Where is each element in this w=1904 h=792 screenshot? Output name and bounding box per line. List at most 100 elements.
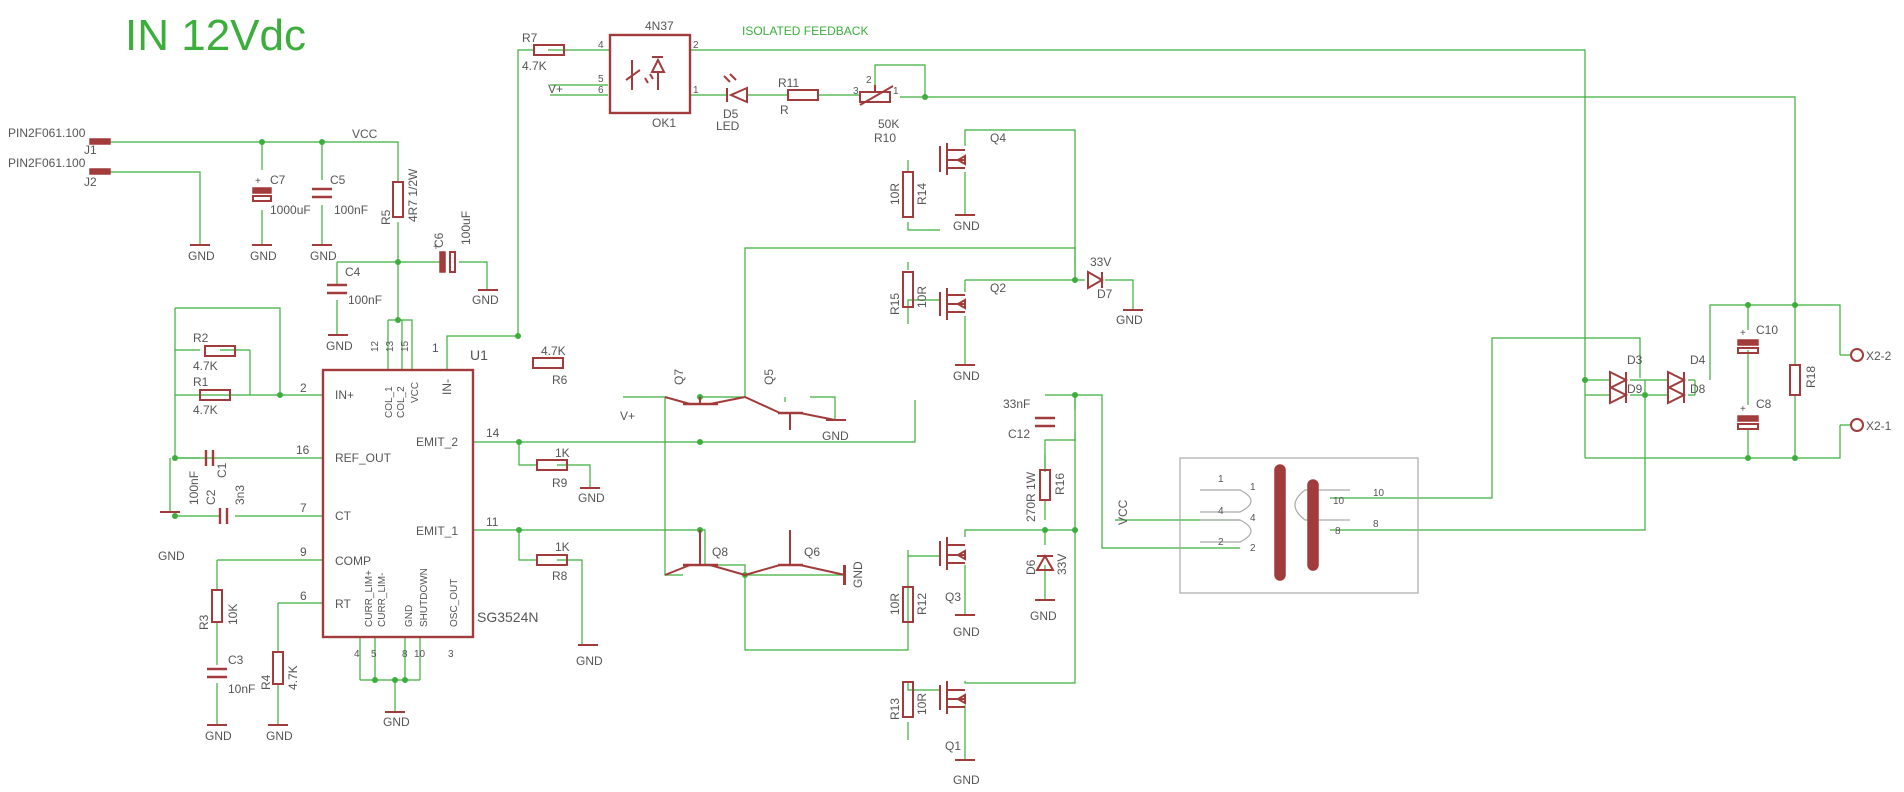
- svg-text:+: +: [1740, 404, 1746, 415]
- svg-text:GND: GND: [1030, 609, 1057, 623]
- svg-text:16: 16: [296, 443, 310, 457]
- svg-text:D3: D3: [1627, 353, 1643, 367]
- svg-text:1: 1: [893, 86, 899, 97]
- ic-u1-sg3524n: U1 SG3524N 2 IN+ 16 REF_OUT 7 CT 9 COMP …: [296, 340, 538, 660]
- svg-text:GND: GND: [383, 715, 410, 729]
- svg-text:R9: R9: [552, 476, 568, 490]
- svg-text:R4: R4: [259, 674, 273, 690]
- svg-text:8: 8: [1373, 519, 1379, 530]
- svg-text:33V: 33V: [1055, 554, 1069, 575]
- svg-text:C12: C12: [1008, 427, 1030, 441]
- capacitor-c5: C5 100nF: [312, 173, 368, 217]
- mosfet-q3: Q3: [939, 537, 966, 604]
- svg-text:R: R: [780, 103, 789, 117]
- svg-text:1: 1: [693, 85, 699, 96]
- svg-text:C1: C1: [215, 462, 229, 478]
- svg-text:D5: D5: [723, 107, 739, 121]
- svg-text:1K: 1K: [555, 446, 570, 460]
- svg-text:C3: C3: [228, 653, 244, 667]
- resistor-r5: R5 4R7 1/2W: [379, 168, 420, 225]
- svg-text:12: 12: [370, 340, 381, 352]
- svg-text:OSC_OUT: OSC_OUT: [449, 579, 460, 627]
- capacitor-c2: C2 3n3: [204, 485, 247, 524]
- svg-text:LED: LED: [716, 119, 740, 133]
- svg-text:33V: 33V: [1090, 255, 1111, 269]
- svg-text:270R 1W: 270R 1W: [1024, 471, 1038, 522]
- svg-text:R2: R2: [193, 331, 209, 345]
- svg-text:C8: C8: [1756, 397, 1772, 411]
- svg-text:GND: GND: [472, 293, 499, 307]
- svg-text:D9: D9: [1627, 382, 1643, 396]
- svg-text:R8: R8: [552, 569, 568, 583]
- svg-text:C4: C4: [345, 265, 361, 279]
- svg-text:+: +: [1740, 328, 1746, 339]
- transistor-q8: Q8: [664, 530, 746, 576]
- svg-text:R13: R13: [888, 698, 902, 720]
- resistor-r18: R18: [1789, 364, 1818, 396]
- svg-text:8: 8: [1335, 526, 1341, 537]
- svg-text:10R: 10R: [915, 693, 929, 715]
- resistor-r13: R13 10R: [888, 681, 929, 720]
- capacitor-c10: + C10: [1737, 323, 1778, 354]
- transformer: 1 1 4 4 2 2 10 10 8 8 VCC: [1116, 457, 1419, 594]
- capacitor-c8: + C8: [1737, 397, 1772, 430]
- svg-text:1K: 1K: [555, 540, 570, 554]
- svg-text:Q4: Q4: [990, 131, 1006, 145]
- svg-text:2: 2: [866, 75, 872, 86]
- svg-text:D7: D7: [1097, 287, 1113, 301]
- svg-text:4.7K: 4.7K: [286, 665, 300, 690]
- svg-text:10: 10: [1373, 488, 1385, 499]
- svg-text:R14: R14: [915, 183, 929, 205]
- svg-text:GND: GND: [576, 654, 603, 668]
- svg-text:COL_1: COL_1: [384, 386, 395, 418]
- mosfet-q4: Q4: [939, 131, 1006, 175]
- svg-text:J1: J1: [84, 143, 97, 157]
- resistor-r7: R7 4.7K: [522, 31, 565, 73]
- svg-text:10R: 10R: [888, 593, 902, 615]
- potentiometer-r10: 3 2 1 50K R10: [853, 75, 899, 145]
- zener-d7: 33V D7: [1087, 255, 1113, 301]
- svg-text:COL_2: COL_2: [396, 386, 407, 418]
- svg-text:SG3524N: SG3524N: [477, 609, 538, 625]
- resistor-r1: R1 4.7K: [193, 375, 231, 417]
- optocoupler-ok1: 4N37 OK1 4 5 6 2 1 V+: [548, 19, 699, 130]
- mosfet-q1: Q1: [939, 681, 966, 753]
- svg-text:V+: V+: [548, 82, 563, 96]
- svg-text:100nF: 100nF: [334, 203, 368, 217]
- svg-text:D4: D4: [1690, 353, 1706, 367]
- svg-text:R10: R10: [874, 131, 896, 145]
- svg-text:GND: GND: [822, 429, 849, 443]
- capacitor-c7: + C7 1000uF: [252, 173, 311, 217]
- svg-text:GND: GND: [953, 219, 980, 233]
- svg-text:V+: V+: [620, 409, 635, 423]
- svg-text:X2-1: X2-1: [1866, 419, 1892, 433]
- svg-text:GND: GND: [266, 729, 293, 743]
- svg-text:7: 7: [300, 501, 307, 515]
- svg-text:Q1: Q1: [945, 739, 961, 753]
- svg-text:1: 1: [1218, 474, 1224, 485]
- svg-text:2: 2: [1250, 543, 1256, 554]
- svg-text:EMIT_2: EMIT_2: [416, 435, 458, 449]
- svg-text:1000uF: 1000uF: [270, 203, 311, 217]
- svg-text:15: 15: [400, 340, 411, 352]
- svg-text:100nF: 100nF: [187, 471, 201, 505]
- svg-text:C7: C7: [270, 173, 286, 187]
- resistor-r8: 1K R8: [536, 540, 570, 583]
- svg-text:U1: U1: [470, 347, 488, 363]
- svg-text:4: 4: [1250, 513, 1256, 524]
- svg-text:10R: 10R: [888, 183, 902, 205]
- svg-text:R1: R1: [193, 375, 209, 389]
- svg-text:10K: 10K: [226, 604, 240, 625]
- terminal-x2-1: X2-1: [1850, 418, 1892, 433]
- svg-text:Q6: Q6: [804, 545, 820, 559]
- svg-text:GND: GND: [158, 549, 185, 563]
- svg-text:10nF: 10nF: [228, 682, 255, 696]
- svg-text:Q5: Q5: [762, 369, 776, 385]
- svg-text:IN+: IN+: [335, 388, 354, 402]
- svg-text:3: 3: [448, 649, 454, 660]
- svg-text:4N37: 4N37: [645, 19, 674, 33]
- resistor-r4: R4 4.7K: [259, 651, 300, 690]
- svg-text:D8: D8: [1690, 382, 1706, 396]
- svg-text:4.7K: 4.7K: [522, 59, 547, 73]
